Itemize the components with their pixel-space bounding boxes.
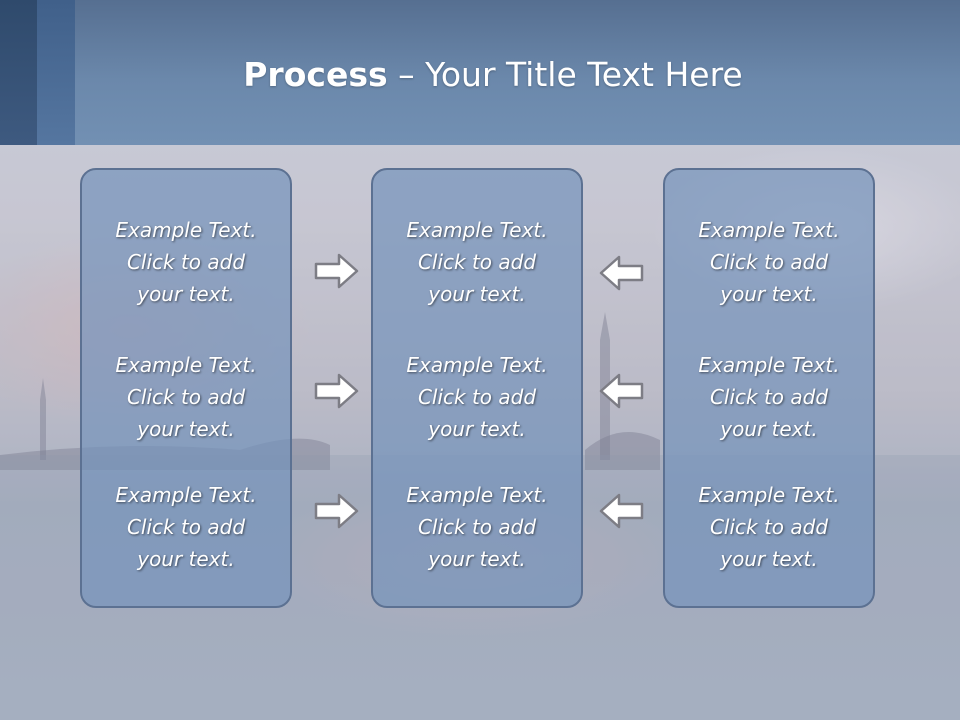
text-line: Example Text. [406,218,548,242]
left-process-box[interactable]: Example Text. Click to add your text. Ex… [80,168,292,608]
text-line: Example Text. [115,483,257,507]
text-line: your text. [720,417,818,441]
header-accent-strip [37,0,75,145]
right-arrow-icon [314,493,359,529]
text-line: your text. [137,282,235,306]
text-line: Click to add [126,385,246,409]
text-line: Click to add [417,385,537,409]
text-line: Example Text. [115,353,257,377]
text-placeholder[interactable]: Example Text. Click to add your text. [665,349,873,445]
text-line: Click to add [126,515,246,539]
text-line: your text. [137,417,235,441]
text-placeholder[interactable]: Example Text. Click to add your text. [373,479,581,575]
right-arrow-icon [314,373,359,409]
text-placeholder[interactable]: Example Text. Click to add your text. [373,349,581,445]
slide-title[interactable]: Process – Your Title Text Here [0,52,960,98]
text-line: Example Text. [698,353,840,377]
text-line: Click to add [417,250,537,274]
left-arrow-icon [599,373,644,409]
text-line: your text. [720,282,818,306]
text-line: your text. [720,547,818,571]
text-line: Click to add [126,250,246,274]
text-line: Example Text. [406,483,548,507]
right-process-box[interactable]: Example Text. Click to add your text. Ex… [663,168,875,608]
text-line: Click to add [709,385,829,409]
text-line: Click to add [709,515,829,539]
text-placeholder[interactable]: Example Text. Click to add your text. [82,214,290,310]
title-bar [0,0,960,145]
text-line: your text. [428,547,526,571]
text-line: Example Text. [698,483,840,507]
right-arrow-icon [314,253,359,289]
title-rest: – Your Title Text Here [387,55,743,94]
text-placeholder[interactable]: Example Text. Click to add your text. [82,349,290,445]
text-line: Example Text. [698,218,840,242]
left-arrow-icon [599,493,644,529]
text-line: your text. [428,417,526,441]
header-accent-strip [0,0,37,145]
left-arrow-icon [599,255,644,291]
text-placeholder[interactable]: Example Text. Click to add your text. [665,479,873,575]
text-line: Click to add [417,515,537,539]
text-placeholder[interactable]: Example Text. Click to add your text. [373,214,581,310]
title-bold: Process [243,55,388,94]
text-line: your text. [137,547,235,571]
text-line: your text. [428,282,526,306]
text-placeholder[interactable]: Example Text. Click to add your text. [665,214,873,310]
center-process-box[interactable]: Example Text. Click to add your text. Ex… [371,168,583,608]
text-line: Example Text. [406,353,548,377]
text-placeholder[interactable]: Example Text. Click to add your text. [82,479,290,575]
text-line: Click to add [709,250,829,274]
text-line: Example Text. [115,218,257,242]
